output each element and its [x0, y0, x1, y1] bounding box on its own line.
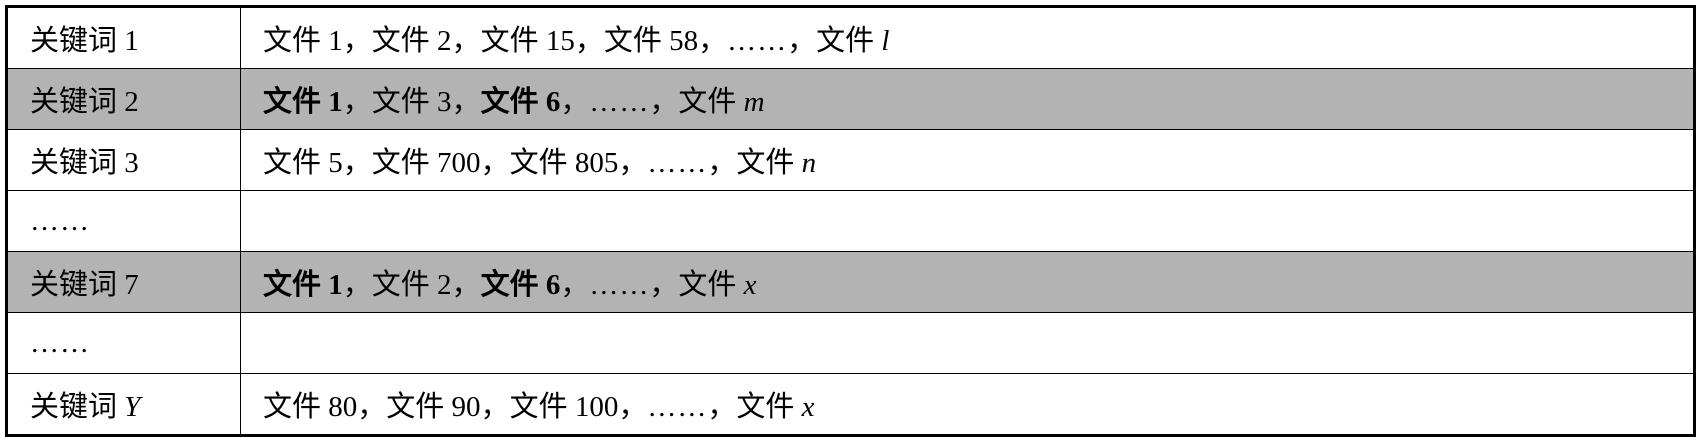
- document-list-cell: 文件 1，文件 3，文件 6，……，文件 m: [240, 68, 1695, 130]
- document-ref: 文件 1: [263, 86, 343, 118]
- document-ref: 文件 15: [480, 25, 575, 57]
- separator: ，: [480, 147, 510, 179]
- document-list-cell: 文件 1，文件 2，文件 15，文件 58，……，文件 l: [240, 6, 1695, 69]
- separator: ，: [342, 25, 372, 57]
- document-ref: 文件 6: [480, 86, 561, 118]
- keyword-text: ……: [30, 326, 90, 359]
- separator: ，: [480, 391, 510, 423]
- table-row: ……: [6, 190, 1695, 252]
- separator: ，: [342, 269, 372, 301]
- document-ref: 文件 1: [263, 269, 343, 301]
- keyword-text: 关键词 1: [30, 25, 139, 57]
- keyword-text: 关键词 2: [30, 86, 139, 118]
- document-list-cell: [240, 190, 1695, 252]
- document-ref: ……: [589, 86, 650, 118]
- document-ref: 文件 805: [509, 147, 619, 179]
- document-ref: 文件 2: [371, 269, 452, 301]
- document-ref: 文件 5: [263, 147, 343, 179]
- keyword-text: Y: [124, 391, 141, 423]
- keyword-text: 关键词 7: [30, 269, 139, 301]
- document-ref: 文件 58: [603, 25, 699, 57]
- document-ref: ……: [647, 147, 708, 179]
- separator: ，: [560, 86, 590, 118]
- separator: ，: [649, 269, 679, 301]
- separator: ，: [787, 25, 817, 57]
- document-list-cell: 文件 80，文件 90，文件 100，……，文件 x: [240, 373, 1695, 436]
- separator: ，: [618, 147, 648, 179]
- separator: ，: [618, 391, 648, 423]
- separator: ，: [707, 147, 737, 179]
- document-list-cell: 文件 5，文件 700，文件 805，……，文件 n: [240, 129, 1695, 191]
- keyword-cell: ……: [6, 312, 241, 374]
- document-ref: x: [801, 391, 815, 423]
- separator: ，: [649, 86, 679, 118]
- document-ref: 文件: [678, 269, 744, 301]
- document-ref: ……: [727, 25, 788, 57]
- separator: ，: [451, 25, 481, 57]
- document-list-cell: [240, 312, 1695, 374]
- separator: ，: [357, 391, 387, 423]
- document-ref: 文件 3: [371, 86, 452, 118]
- keyword-cell: 关键词 2: [6, 68, 241, 130]
- document-ref: 文件 2: [371, 25, 452, 57]
- separator: ，: [451, 86, 481, 118]
- document-ref: ……: [647, 391, 708, 423]
- document-ref: 文件: [736, 391, 802, 423]
- separator: ，: [342, 147, 372, 179]
- keyword-text: ……: [30, 204, 90, 237]
- keyword-cell: ……: [6, 190, 241, 252]
- separator: ，: [560, 269, 590, 301]
- separator: ，: [574, 25, 604, 57]
- document-ref: 文件: [678, 86, 744, 118]
- separator: ，: [707, 391, 737, 423]
- keyword-cell: 关键词 3: [6, 129, 241, 191]
- document-ref: ……: [589, 269, 650, 301]
- keyword-text: 关键词 3: [30, 147, 139, 179]
- document-ref: 文件 80: [263, 391, 358, 423]
- document-ref: 文件 1: [263, 25, 343, 57]
- separator: ，: [698, 25, 728, 57]
- keyword-cell: 关键词 1: [6, 6, 241, 69]
- document-ref: 文件 100: [509, 391, 619, 423]
- keyword-cell: 关键词 7: [6, 251, 241, 313]
- document-list-cell: 文件 1，文件 2，文件 6，……，文件 x: [240, 251, 1695, 313]
- document-ref: 文件 6: [480, 269, 561, 301]
- document-ref: n: [801, 147, 817, 179]
- document-ref: l: [881, 25, 890, 57]
- document-ref: 文件 90: [386, 391, 481, 423]
- document-ref: 文件 700: [371, 147, 481, 179]
- table-row: ……: [6, 312, 1695, 374]
- document-ref: x: [743, 269, 757, 301]
- document-ref: m: [743, 86, 765, 118]
- separator: ，: [342, 86, 372, 118]
- separator: ，: [451, 269, 481, 301]
- document-ref: 文件: [816, 25, 882, 57]
- keyword-cell: 关键词 Y: [6, 373, 241, 436]
- keyword-text: 关键词: [30, 391, 125, 423]
- document-ref: 文件: [736, 147, 802, 179]
